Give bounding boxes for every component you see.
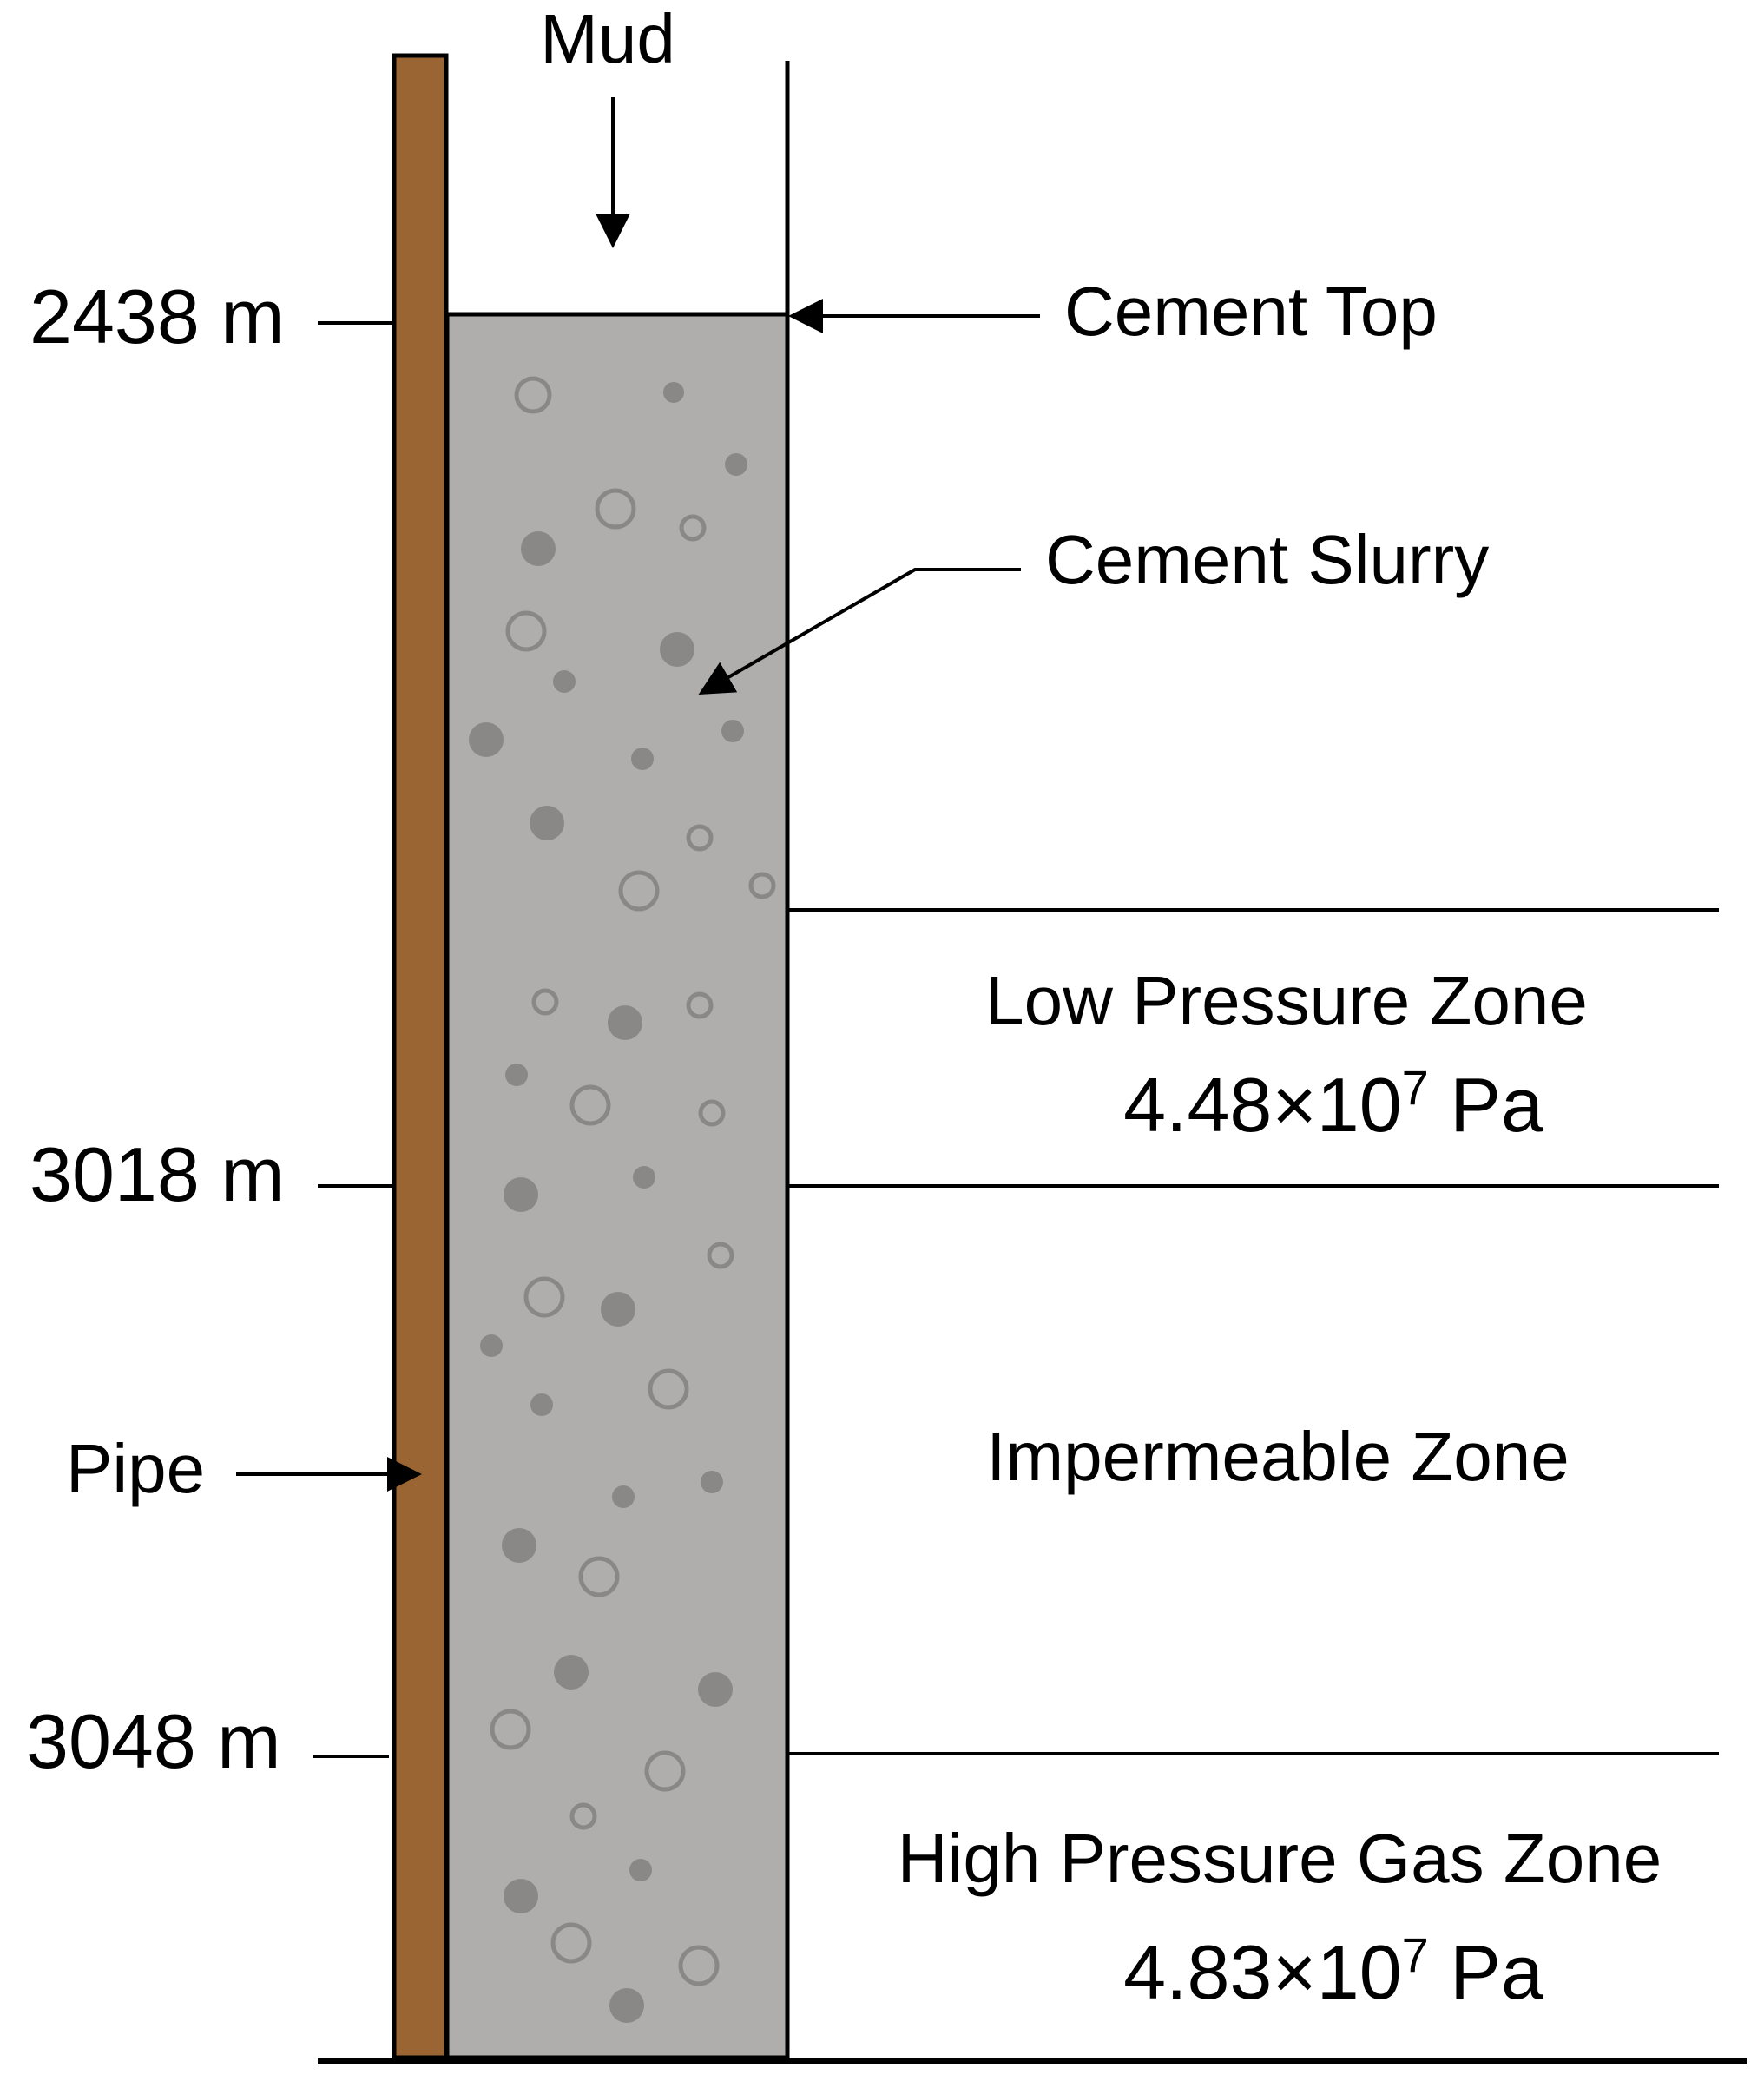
cement-bubble [523,1276,565,1318]
high-zone-pressure-unit: Pa [1429,1929,1544,2015]
cement-bubble [469,722,504,757]
cement-bubble [686,824,714,852]
cement-bubble [612,1485,635,1508]
depth-label-high-zone-top: 3048 m [26,1698,281,1784]
depth-label-low-zone-bottom: 3018 m [30,1131,285,1217]
low-zone-pressure-mantissa: 4.48×10 [1123,1062,1402,1148]
cement-bubble [686,991,714,1019]
cement-bubble [530,1393,553,1416]
cement-bubble [701,1471,723,1493]
cement-bubble [633,1166,655,1189]
cement-bubble [504,1177,538,1212]
cement-bubble [505,610,547,652]
cement-bubble [679,514,707,542]
cement-bubble [490,1709,531,1750]
impermeable-zone-label: Impermeable Zone [986,1418,1569,1495]
cement-bubble [648,1368,689,1410]
cement-top-label: Cement Top [1064,273,1438,350]
cement-bubble [660,632,694,667]
low-zone-pressure-unit: Pa [1429,1062,1544,1148]
cement-bubble [480,1334,503,1357]
cement-bubble [514,376,552,414]
cement-bubble [698,1099,726,1127]
mud-label: Mud [540,0,675,77]
cement-bubble [502,1528,536,1563]
cement-bubble [707,1242,734,1269]
cement-bubble [578,1556,620,1597]
cement-bubble [678,1945,720,1986]
high-pressure-gas-zone-label: High Pressure Gas Zone [898,1820,1662,1897]
low-zone-pressure-exponent: 7 [1402,1060,1429,1115]
cement-bubble [531,988,559,1016]
cement-slurry-leader [698,568,1021,695]
cement-bubble [608,1005,642,1040]
cement-aggregate-bubbles [469,376,776,2023]
cement-bubble [530,806,564,840]
low-zone-pressure-value: 4.48×107 Pa [1123,1060,1544,1149]
cement-bubble [663,382,684,403]
cement-bubble [550,1922,592,1964]
high-zone-pressure-mantissa: 4.83×10 [1123,1929,1402,2015]
cement-bubble [748,872,776,899]
cement-bubble [631,748,654,770]
cement-bubble [644,1750,686,1792]
cement-bubble [553,670,576,693]
cement-bubble [504,1879,538,1913]
cement-bubble [521,531,556,566]
pipe [392,53,449,2060]
depth-label-cement-top: 2438 m [30,273,285,359]
cement-bubble [725,453,747,476]
cement-slurry-column [444,312,790,2060]
cement-bubble [629,1859,652,1881]
cement-slurry-label: Cement Slurry [1045,521,1489,598]
cement-bubble [609,1988,644,2023]
cement-bubble [698,1672,733,1707]
pipe-label: Pipe [66,1430,205,1507]
cement-bubble [505,1064,528,1086]
cement-bubble [721,720,744,742]
cement-bubble [569,1084,611,1126]
cement-bubble [601,1292,635,1327]
high-zone-pressure-exponent: 7 [1402,1927,1429,1982]
cement-bubble [554,1655,589,1690]
cement-bubble [569,1802,597,1830]
cement-bubble [618,870,660,912]
high-zone-pressure-value: 4.83×107 Pa [1123,1927,1544,2016]
low-pressure-zone-label: Low Pressure Zone [985,962,1588,1039]
cement-bubble [595,488,636,530]
